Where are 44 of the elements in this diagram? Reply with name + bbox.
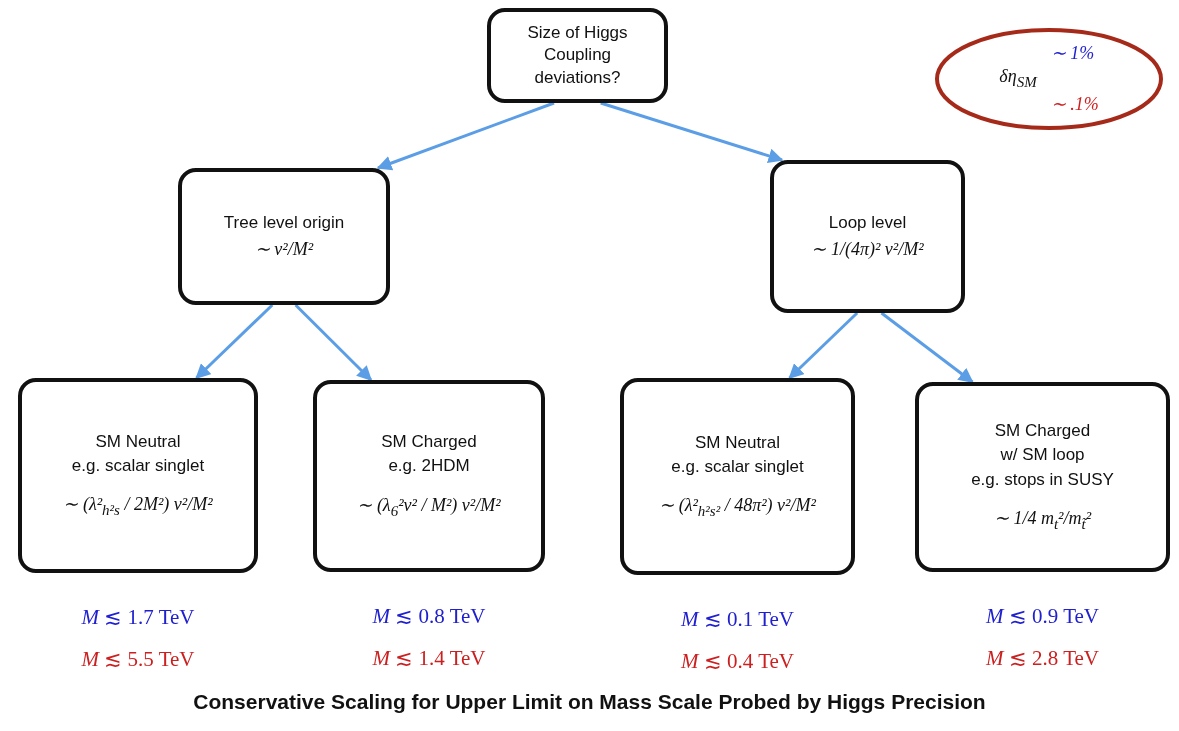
formula: ∼ (λ²$_{h²s}$ / 2M²) v²/M²	[63, 493, 213, 520]
arrow	[600, 101, 784, 164]
percent-text: ∼ 1%	[1050, 41, 1096, 65]
box-text: e.g. scalar singlet	[671, 455, 804, 478]
formula: ∼ v²/M²	[254, 237, 314, 261]
limit-text: M ≲ 0.9 TeV	[986, 604, 1099, 629]
arrow	[294, 303, 373, 382]
symbol-text: δη$_{SM}$	[999, 65, 1037, 93]
arrow	[880, 311, 974, 384]
box-text: e.g. stops in SUSY	[971, 468, 1114, 491]
limit-text: M ≲ 0.8 TeV	[372, 604, 486, 629]
box-heading: SM Neutral	[95, 430, 181, 453]
limit-text: M ≲ 5.5 TeV	[81, 647, 195, 672]
formula: ∼ (λ²$_{h²s²}$ / 48π²) v²/M²	[659, 494, 816, 521]
limit-text: M ≲ 0.4 TeV	[681, 649, 794, 674]
box-text: e.g. scalar singlet	[71, 454, 205, 477]
box-heading: Loop level	[828, 211, 907, 234]
process-box	[313, 380, 545, 572]
process-box	[620, 378, 855, 575]
limit-text: M ≲ 1.4 TeV	[372, 646, 486, 671]
formula: ∼ (λ$_{6}$²v² / M²) v²/M²	[357, 493, 501, 521]
arrow	[788, 311, 859, 380]
limit-text: M ≲ 2.8 TeV	[986, 646, 1099, 671]
process-box	[487, 8, 668, 103]
limit-text: M ≲ 1.7 TeV	[81, 605, 195, 630]
caption: Conservative Scaling for Upper Limit on Mass Scale Probed by Higgs Precision	[192, 690, 987, 714]
process-box	[915, 382, 1170, 572]
box-heading: Tree level origin	[223, 211, 345, 234]
limit-text: M ≲ 0.1 TeV	[681, 607, 794, 632]
formula: ∼ 1/4 m$_{t}$²/m$_{t̃}$²	[993, 506, 1092, 534]
box-heading: Size of Higgs Coupling deviations?	[526, 22, 629, 89]
percent-text: ∼ .1%	[1050, 92, 1099, 116]
box-heading: SM Charged	[994, 420, 1091, 443]
process-box	[770, 160, 965, 313]
oval-callout	[935, 28, 1163, 130]
arrow	[195, 303, 274, 380]
box-text: w/ SM loop	[1000, 444, 1085, 467]
formula: ∼ 1/(4π)² v²/M²	[811, 237, 924, 261]
box-text: e.g. 2HDM	[388, 455, 470, 478]
process-box	[178, 168, 390, 305]
arrow	[376, 101, 555, 171]
box-heading: SM Neutral	[695, 431, 780, 454]
process-box	[18, 378, 258, 573]
box-heading: SM Charged	[381, 431, 477, 454]
